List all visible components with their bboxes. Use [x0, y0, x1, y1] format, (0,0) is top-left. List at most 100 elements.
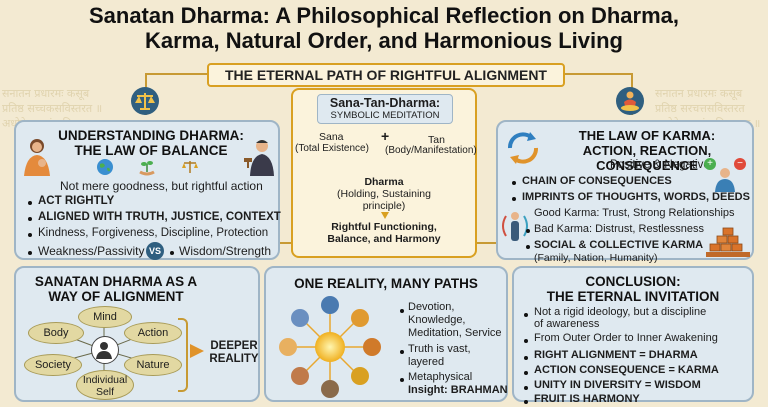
tan-meaning: (Body/Manifestation): [385, 145, 477, 156]
karma-title: THE LAW OF KARMA: ACTION, REACTION, CONS…: [540, 128, 754, 173]
cycle-arrows-icon: [502, 128, 544, 168]
karma-bullet: IMPRINTS OF THOUGHTS, WORDS, DEEDS: [522, 191, 750, 203]
alignment-panel: SANATAN DHARMA AS A WAY OF ALIGNMENT Min…: [14, 266, 260, 402]
karma-bullet: Bad Karma: Distrust, Restlessness: [534, 223, 704, 235]
conclusion-line: of awareness: [534, 318, 600, 330]
bullet-dot: [524, 386, 528, 390]
vs-badge: VS: [146, 242, 164, 260]
plant-hands-icon: [138, 158, 156, 176]
center-heading-box: Sana-Tan-Dharma: SYMBOLIC MEDITATION: [317, 94, 453, 124]
reality-title: ONE REALITY, MANY PATHS: [294, 276, 478, 291]
background-text: सनातन प्रधारमः कसूब: [2, 87, 90, 100]
bullet-dot: [524, 371, 528, 375]
down-arrow-icon: [381, 212, 389, 219]
equation-line: UNITY IN DIVERSITY = WISDOM: [534, 379, 701, 391]
bullet-dot: [524, 313, 528, 317]
globe-icon: [96, 158, 114, 176]
bullet-dot: [400, 350, 404, 354]
karma-bullet: SOCIAL & COLLECTIVE KARMA: [534, 239, 704, 251]
karma-bullet: CHAIN OF CONSEQUENCES: [522, 175, 672, 187]
insight-line: Metaphysical: [408, 371, 473, 383]
truth-line: layered: [408, 356, 445, 368]
alignment-title-line-2: WAY OF ALIGNMENT: [48, 289, 184, 304]
dharma-bullet: Kindness, Forgiveness, Discipline, Prote…: [38, 227, 269, 239]
mother-child-icon: [20, 136, 56, 178]
paths-line: Devotion,: [408, 301, 455, 313]
paths-line: Meditation, Service: [408, 327, 502, 339]
dharma-title-line-2: THE LAW OF BALANCE: [74, 143, 228, 158]
sound-waves-icon: [500, 206, 530, 246]
bracket: [178, 318, 188, 392]
conclusion-line: From Outer Order to Inner Awakening: [534, 332, 718, 344]
bullet-dot: [28, 251, 32, 255]
title-line-2: Karma, Natural Order, and Harmonious Liv…: [145, 28, 623, 53]
bullet-dot: [526, 229, 530, 233]
plus-sign: +: [381, 128, 390, 144]
karma-title-line-1: THE LAW OF KARMA:: [578, 128, 716, 143]
node-body: Body: [28, 322, 84, 344]
dharma-title: UNDERSTANDING DHARMA: THE LAW OF BALANCE: [36, 128, 266, 158]
alignment-title-line-1: SANATAN DHARMA AS A: [34, 274, 198, 289]
bullet-dot: [28, 201, 32, 205]
background-text: सनातन प्रधारमः कसूब: [655, 87, 743, 100]
dharma-bullet: ALIGNED WITH TRUTH, JUSTICE, CONTEXT: [38, 211, 281, 223]
judge-icon: [242, 136, 278, 178]
person-icon: [712, 166, 738, 192]
node-individual-self: Individual Self: [76, 370, 134, 400]
conclusion-panel: CONCLUSION: THE ETERNAL INVITATION Not a…: [512, 266, 754, 405]
bullet-dot: [524, 356, 528, 360]
brick-pyramid-icon: [706, 226, 750, 258]
wisdom-label: Wisdom/Strength: [179, 244, 272, 258]
karma-note: (Family, Nation, Humanity): [534, 252, 658, 264]
node-action: Action: [124, 322, 182, 344]
reality-panel: ONE REALITY, MANY PATHS Devotion, Kn: [264, 266, 508, 402]
conclusion-title-line-1: CONCLUSION:: [585, 274, 681, 289]
bullet-dot: [28, 233, 32, 237]
scales-small-icon: [181, 158, 199, 176]
karma-panel: THE LAW OF KARMA: ACTION, REACTION, CONS…: [496, 120, 754, 264]
bullet-dot: [524, 400, 528, 404]
dharma-label: Dharma: [364, 176, 404, 188]
dharma-intro: Not mere goodness, but rightful action: [60, 179, 263, 193]
meditation-icon: [615, 86, 645, 116]
node-society: Society: [24, 354, 82, 376]
scales-icon: [130, 86, 160, 116]
dharma-meaning-1: (Holding, Sustaining: [337, 188, 431, 200]
conclusion-title-line-2: THE ETERNAL INVITATION: [546, 289, 720, 304]
equation-line: RIGHT ALIGNMENT = DHARMA: [534, 349, 698, 361]
paths-line: Knowledge,: [408, 314, 466, 326]
title-line-1: Sanatan Dharma: A Philosophical Reflecti…: [88, 3, 680, 28]
insight-line: Insight: BRAHMAN: [408, 384, 508, 396]
bullet-dot: [512, 181, 516, 185]
plus-circle-icon: +: [704, 158, 716, 170]
center-subheading: SYMBOLIC MEDITATION: [330, 110, 440, 121]
conclusion-title: CONCLUSION: THE ETERNAL INVITATION: [514, 274, 752, 304]
right-arrow-icon: [190, 344, 204, 358]
background-text: प्रतिष्ठ सरचत्तसविस्तरत: [655, 102, 745, 115]
karma-bullet: Good Karma: Trust, Strong Relationships: [534, 207, 735, 219]
dharma-title-line-1: UNDERSTANDING DHARMA:: [58, 128, 244, 143]
truth-line: Truth is vast,: [408, 343, 471, 355]
conclusion-line: Not a rigid ideology, but a discipline: [534, 306, 707, 318]
deity-circle: [279, 296, 381, 398]
result-line-1: Rightful Functioning,: [331, 221, 437, 233]
bullet-dot: [170, 251, 174, 255]
banner-eternal-path: THE ETERNAL PATH OF RIGHTFUL ALIGNMENT: [207, 63, 565, 87]
background-text: प्रतिष्ठ सच्चकसविस्तरत ॥: [2, 102, 103, 115]
bullet-dot: [28, 217, 32, 221]
sana-label: Sana: [319, 131, 344, 143]
sana-meaning: (Total Existence): [295, 143, 369, 154]
bullet-dot: [400, 378, 404, 382]
alignment-title: SANATAN DHARMA AS A WAY OF ALIGNMENT: [16, 274, 216, 304]
equation-line: ACTION CONSEQUENCE = KARMA: [534, 364, 719, 376]
page-title: Sanatan Dharma: A Philosophical Reflecti…: [0, 3, 768, 53]
minus-circle-icon: −: [734, 158, 746, 170]
karma-title-line-2: ACTION, REACTION, CONSEQUENCE: [582, 143, 712, 173]
self-icon: [91, 336, 119, 364]
bullet-dot: [400, 309, 404, 313]
karma-subtitle: Positive & Negative: [610, 159, 710, 171]
bullet-dot: [512, 197, 516, 201]
symbolic-meditation-panel: Sana-Tan-Dharma: SYMBOLIC MEDITATION San…: [291, 88, 477, 258]
dharma-meaning-2: principle): [362, 200, 406, 212]
result-line-2: Balance, and Harmony: [327, 233, 441, 245]
